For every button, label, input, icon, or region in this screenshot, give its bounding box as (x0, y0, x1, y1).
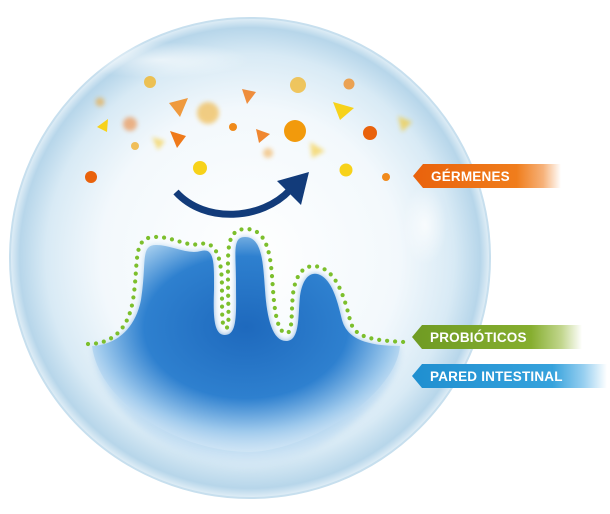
label-probioticos: PROBIÓTICOS (412, 325, 582, 349)
label-pared-intestinal-text: PARED INTESTINAL (430, 368, 563, 384)
germs-cloud (85, 76, 412, 183)
label-probioticos-text: PROBIÓTICOS (430, 329, 527, 345)
intestinal-wall-tissue (92, 237, 401, 470)
label-pared-intestinal: PARED INTESTINAL (412, 364, 607, 388)
label-germenes-text: GÉRMENES (431, 168, 510, 184)
arrow-icon (173, 172, 309, 218)
label-germenes: GÉRMENES (413, 164, 561, 188)
